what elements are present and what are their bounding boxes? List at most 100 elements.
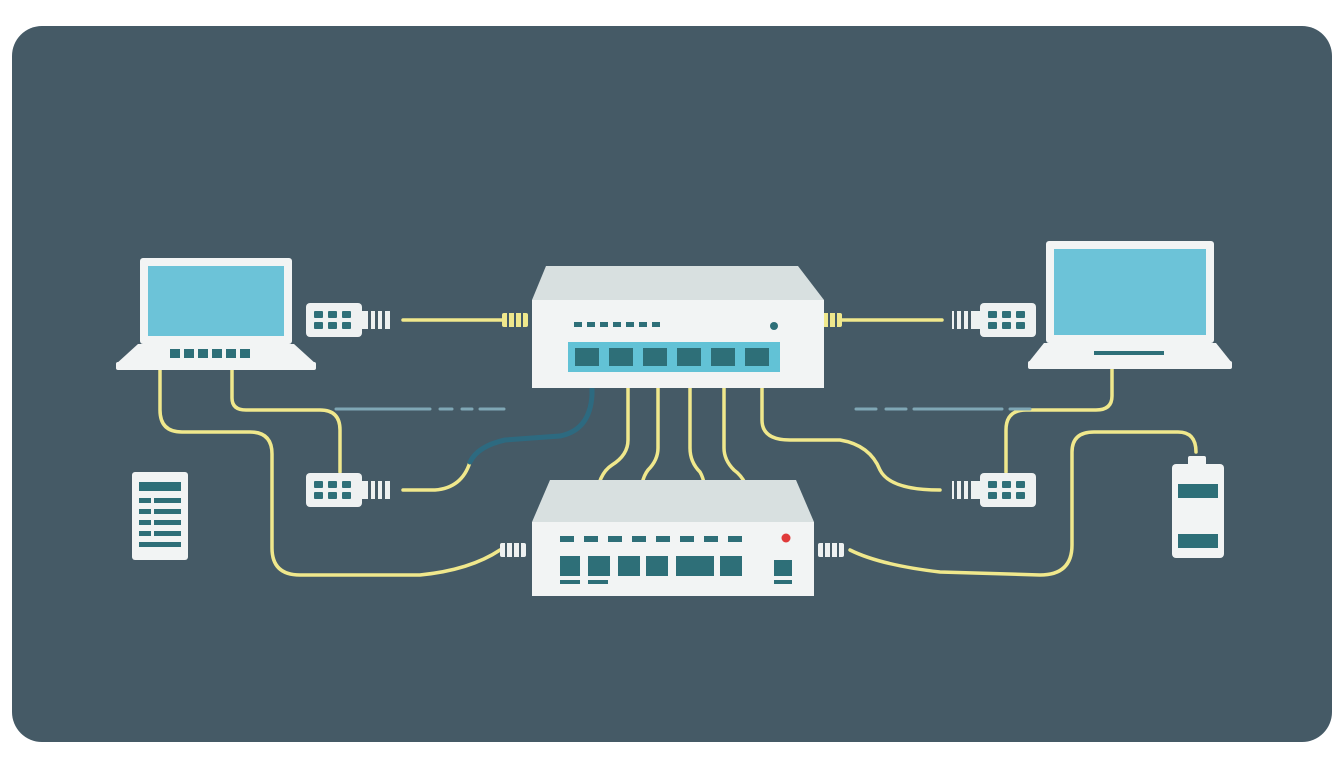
- laptop-base-edge: [1028, 361, 1232, 369]
- ethernet-plug-icon-bottom-right: [818, 542, 844, 558]
- cable-bottom-switch-to-storage: [848, 430, 1198, 577]
- document-icon: [132, 472, 188, 560]
- adapter-plug-ridge: [961, 479, 964, 501]
- document-line: [139, 520, 151, 525]
- switch-top-lid: [532, 266, 824, 300]
- adapter-top-left-icon: [306, 303, 390, 337]
- adapter-hole: [1002, 481, 1011, 488]
- laptop-left-icon: [116, 258, 316, 370]
- ethernet-plug-icon-top-left: [502, 312, 528, 328]
- storage-device-icon: [1172, 456, 1224, 558]
- document-line: [139, 509, 151, 514]
- laptop-screen: [1054, 249, 1206, 335]
- laptop-right-icon: [1028, 241, 1232, 369]
- adapter-hole: [988, 311, 997, 318]
- adapter-hole: [328, 481, 337, 488]
- adapter-hole: [328, 322, 337, 329]
- document-line: [139, 542, 181, 547]
- cable-adapter-mid-left-dark: [467, 367, 595, 465]
- document-header: [139, 482, 181, 491]
- ethernet-plug-icon-bottom-left: [500, 542, 526, 558]
- document-line: [154, 531, 181, 536]
- switch-bottom-port: [560, 556, 580, 576]
- laptop-key: [240, 349, 250, 358]
- switch-bottom-power-led: [781, 533, 791, 543]
- switch-top-port: [643, 348, 667, 366]
- switch-top-led: [613, 322, 621, 327]
- adapter-hole: [1002, 311, 1011, 318]
- switch-bottom-port: [618, 556, 640, 576]
- adapter-plug-ridge: [954, 309, 957, 331]
- switch-top-port-strip: [568, 342, 780, 372]
- adapter-hole: [328, 492, 337, 499]
- document-line: [154, 520, 181, 525]
- adapter-hole: [314, 322, 323, 329]
- switch-bottom-led: [584, 536, 598, 542]
- adapter-plug-ridge: [382, 309, 385, 331]
- switch-bottom-port: [676, 556, 714, 576]
- cable-laptop-left-to-bottom-switch: [158, 366, 502, 577]
- switch-bottom-led: [560, 536, 574, 542]
- document-body: [132, 472, 188, 560]
- adapter-hole: [988, 481, 997, 488]
- network-switch-icon-top: [532, 266, 824, 388]
- adapter-body: [306, 473, 362, 507]
- cable-laptop-right-to-adapter: [1004, 366, 1114, 474]
- plug-ridge: [505, 542, 507, 558]
- adapter-hole: [314, 311, 323, 318]
- cable-port-6-to-adapter-mid-right: [760, 368, 942, 492]
- cables: [158, 318, 1198, 577]
- adapter-plug-ridge: [375, 309, 378, 331]
- adapter-hole: [342, 311, 351, 318]
- switch-top-led: [587, 322, 595, 327]
- adapter-hole: [988, 492, 997, 499]
- switch-bottom-port: [588, 556, 610, 576]
- switch-top-port: [677, 348, 701, 366]
- adapter-plug-ridge: [382, 479, 385, 501]
- document-line: [139, 498, 151, 503]
- plug-ridge: [512, 542, 514, 558]
- storage-device-connector: [1188, 456, 1206, 466]
- adapter-hole: [314, 481, 323, 488]
- adapter-plug-ridge: [968, 479, 971, 501]
- plug-ridge: [837, 542, 839, 558]
- switch-bottom-port-label: [560, 580, 580, 584]
- document-line: [154, 509, 181, 514]
- adapter-hole: [1002, 492, 1011, 499]
- adapter-body: [306, 303, 362, 337]
- adapter-hole: [314, 492, 323, 499]
- switch-bottom-lid: [532, 480, 814, 522]
- laptop-key: [198, 349, 208, 358]
- switch-bottom-led: [656, 536, 670, 542]
- plug-ridge: [507, 312, 509, 328]
- adapter-plug: [952, 311, 980, 329]
- adapter-hole: [1016, 481, 1025, 488]
- adapter-hole: [1002, 322, 1011, 329]
- plug-ridge: [835, 312, 837, 328]
- switch-bottom-port: [646, 556, 668, 576]
- storage-device-slot: [1178, 484, 1218, 498]
- document-line: [154, 498, 181, 503]
- adapter-plug-ridge: [961, 309, 964, 331]
- switch-top-led: [639, 322, 647, 327]
- laptop-trackpad: [1094, 351, 1164, 355]
- switch-bottom-led: [632, 536, 646, 542]
- laptop-key: [184, 349, 194, 358]
- plug-ridge: [519, 542, 521, 558]
- switch-top-led: [652, 322, 660, 327]
- plug-ridge: [828, 312, 830, 328]
- adapter-hole: [1016, 492, 1025, 499]
- plug-ridge: [514, 312, 516, 328]
- switch-top-port: [711, 348, 735, 366]
- switch-bottom-port-label: [774, 580, 792, 584]
- laptop-key: [170, 349, 180, 358]
- switch-top-port: [609, 348, 633, 366]
- adapter-body: [980, 473, 1036, 507]
- adapter-body: [980, 303, 1036, 337]
- laptop-screen: [148, 266, 284, 336]
- adapter-plug-ridge: [368, 479, 371, 501]
- adapter-hole: [342, 481, 351, 488]
- plug-ridge: [521, 312, 523, 328]
